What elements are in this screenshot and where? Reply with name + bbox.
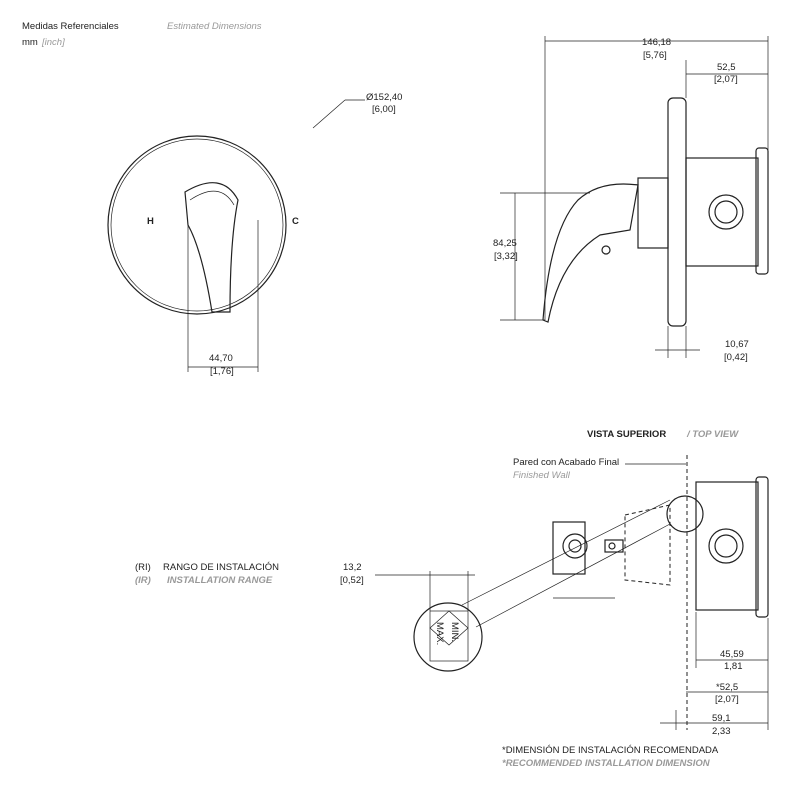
range-es-code: (RI)	[135, 562, 151, 573]
body-depth-dim-in: [2,07]	[714, 74, 738, 85]
body-depth-dim: 52,5	[717, 62, 736, 73]
header-title-en: Estimated Dimensions	[167, 21, 262, 32]
header-title: Medidas Referenciales	[22, 21, 119, 32]
height-dim: 84,25	[493, 238, 517, 249]
total-depth-dim-in: [5,76]	[643, 50, 667, 61]
plate-dim-in: [0,42]	[724, 352, 748, 363]
front-view	[107, 99, 365, 372]
side-view	[500, 36, 769, 358]
diameter-dim: Ø152,40	[366, 92, 402, 103]
dim1-in: 1,81	[724, 661, 743, 672]
dim3: 59,1	[712, 713, 731, 724]
diameter-dim-in: [6,00]	[372, 104, 396, 115]
handle-width-dim: 44,70	[209, 353, 233, 364]
dim3-in: 2,33	[712, 726, 731, 737]
cold-label: C	[292, 216, 299, 227]
top-view	[375, 455, 769, 730]
range-es: RANGO DE INSTALACIÓN	[163, 562, 279, 573]
unit-mm: mm	[22, 37, 38, 48]
range-dim-in: [0,52]	[340, 575, 364, 586]
min-label: MIN.	[449, 622, 460, 642]
max-label: MAX.	[434, 622, 445, 645]
unit-inch: [inch]	[41, 37, 65, 48]
height-dim-in: [3,32]	[494, 251, 518, 262]
total-depth-dim: 146,18	[642, 37, 671, 48]
note-es: *DIMENSIÓN DE INSTALACIÓN RECOMENDADA	[502, 745, 719, 756]
dim1: 45,59	[720, 649, 744, 660]
plate-dim: 10,67	[725, 339, 749, 350]
range-en-code: (IR)	[135, 575, 151, 586]
dim2: *52,5	[716, 682, 738, 693]
top-view-title-en: / TOP VIEW	[686, 429, 739, 440]
note-en: *RECOMMENDED INSTALLATION DIMENSION	[502, 758, 711, 769]
handle-width-dim-in: [1,76]	[210, 366, 234, 377]
wall-label-en: Finished Wall	[513, 470, 571, 481]
range-dim: 13,2	[343, 562, 362, 573]
dim2-in: [2,07]	[715, 694, 739, 705]
range-en: INSTALLATION RANGE	[167, 575, 273, 586]
wall-label: Pared con Acabado Final	[513, 457, 619, 468]
hot-label: H	[147, 216, 154, 227]
top-view-title: VISTA SUPERIOR	[587, 429, 666, 440]
